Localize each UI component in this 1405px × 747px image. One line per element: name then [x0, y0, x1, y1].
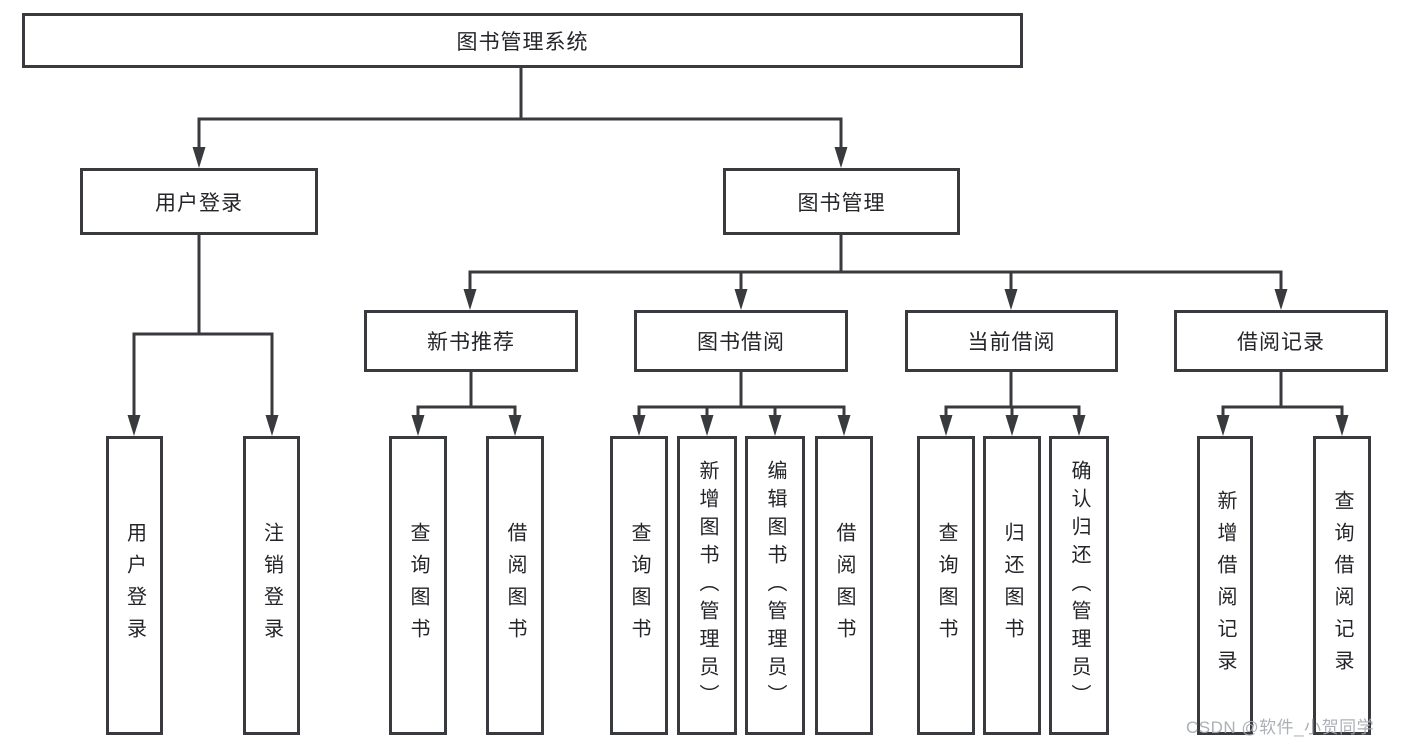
arrowhead-icon	[1216, 415, 1230, 436]
arrowhead-icon	[939, 415, 953, 436]
leaf-borrow-books: 借阅图书	[815, 436, 873, 735]
node-new-book-recommend: 新书推荐	[364, 310, 578, 372]
leaf-confirm-return-admin: 确认归还（管理员）	[1049, 436, 1109, 735]
node-book-management: 图书管理	[723, 168, 960, 235]
arrowhead-icon	[1005, 415, 1019, 436]
node-book-borrow: 图书借阅	[634, 310, 848, 372]
leaf-add-books-admin-label: 新增图书（管理员）	[696, 459, 718, 712]
node-book-borrow-label: 图书借阅	[697, 331, 785, 354]
leaf-add-borrow-record-label: 新增借阅记录	[1214, 489, 1236, 682]
node-borrow-records-label: 借阅记录	[1237, 331, 1325, 354]
arrowhead-icon	[411, 415, 425, 436]
leaf-confirm-return-admin-label: 确认归还（管理员）	[1068, 459, 1090, 712]
leaf-edit-books-admin-label: 编辑图书（管理员）	[764, 459, 786, 712]
arrowhead-icon	[1004, 289, 1018, 310]
node-current-borrow-label: 当前借阅	[967, 331, 1056, 354]
leaf-return-books: 归还图书	[983, 436, 1041, 735]
leaf-recommend-borrow-books: 借阅图书	[486, 436, 544, 735]
leaf-recommend-query-books-label: 查询图书	[407, 521, 429, 650]
leaf-borrow-query-books-label: 查询图书	[628, 521, 650, 650]
node-user-login: 用户登录	[80, 168, 318, 235]
watermark: CSDN @软件_小贺同学	[1186, 718, 1375, 737]
node-book-management-label: 图书管理	[797, 191, 886, 215]
arrowhead-icon	[1335, 415, 1349, 436]
node-current-borrow: 当前借阅	[905, 310, 1118, 372]
node-borrow-records: 借阅记录	[1174, 310, 1388, 372]
leaf-add-borrow-record: 新增借阅记录	[1197, 436, 1253, 735]
arrowhead-icon	[508, 415, 522, 436]
leaf-logout-label: 注销登录	[260, 521, 283, 650]
connector-root-to-level2	[197, 68, 843, 151]
node-library-system: 图书管理系统	[22, 13, 1023, 68]
node-user-login-label: 用户登录	[155, 191, 243, 215]
arrowhead-icon	[734, 289, 748, 310]
arrowhead-icon	[265, 415, 279, 436]
leaf-edit-books-admin: 编辑图书（管理员）	[745, 436, 805, 735]
arrowhead-icon	[768, 415, 782, 436]
leaf-recommend-query-books: 查询图书	[389, 436, 447, 735]
arrowhead-icon	[1274, 289, 1288, 310]
arrowhead-icon	[463, 289, 477, 310]
leaf-query-borrow-record-label: 查询借阅记录	[1331, 489, 1353, 682]
arrowhead-icon	[700, 415, 714, 436]
leaf-logout: 注销登录	[243, 436, 300, 735]
leaf-borrow-books-label: 借阅图书	[833, 521, 855, 650]
leaf-current-query-books-label: 查询图书	[935, 521, 957, 650]
leaf-recommend-borrow-books-label: 借阅图书	[504, 521, 526, 650]
arrowhead-icon	[127, 415, 141, 436]
node-library-system-label: 图书管理系统	[456, 30, 589, 54]
connector-book-mgmt-children	[468, 235, 1283, 293]
arrowhead-icon	[192, 147, 206, 168]
arrowhead-icon	[632, 415, 646, 436]
connector-borrow-records-children	[1221, 372, 1344, 418]
leaf-user-login-label: 用户登录	[123, 521, 146, 650]
leaf-user-login: 用户登录	[106, 436, 163, 735]
arrowhead-icon	[837, 415, 851, 436]
leaf-return-books-label: 归还图书	[1001, 521, 1023, 650]
connector-current-borrow-children	[944, 372, 1081, 418]
connector-new-book-children	[416, 372, 517, 418]
leaf-borrow-query-books: 查询图书	[610, 436, 668, 735]
connector-book-borrow-children	[637, 372, 846, 418]
leaf-current-query-books: 查询图书	[917, 436, 975, 735]
node-new-book-recommend-label: 新书推荐	[427, 331, 515, 354]
arrowhead-icon	[834, 147, 848, 168]
connector-user-login-children	[132, 235, 274, 417]
leaf-add-books-admin: 新增图书（管理员）	[677, 436, 737, 735]
arrowhead-icon	[1072, 415, 1086, 436]
leaf-query-borrow-record: 查询借阅记录	[1313, 436, 1371, 735]
